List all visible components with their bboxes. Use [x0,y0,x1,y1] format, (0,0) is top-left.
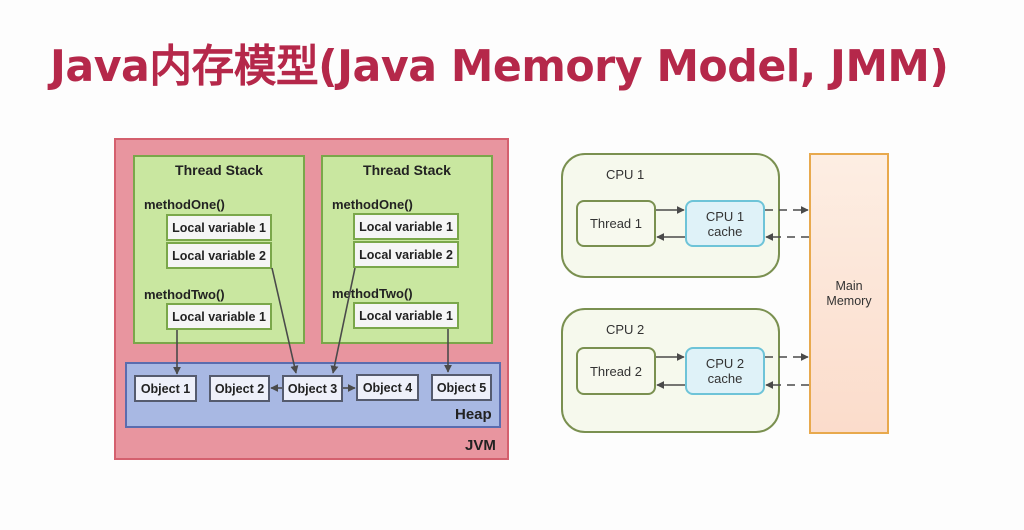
memory-line1: Main [835,278,863,293]
thread-stack-title: Thread Stack [175,162,263,178]
method-one-label: methodOne() [332,197,413,212]
thread-stack-title: Thread Stack [363,162,451,178]
local-variable-box: Local variable 1 [166,214,272,241]
heap-object-4: Object 4 [356,374,419,401]
local-variable-box: Local variable 1 [353,302,459,329]
method-two-label: methodTwo() [144,287,225,302]
page-title: Java内存模型(Java Memory Model, JMM) [50,41,949,92]
method-two-label: methodTwo() [332,286,413,301]
cpu-label: CPU 2 [606,322,645,337]
heap-object-1: Object 1 [134,375,197,402]
cache-line1: CPU 2 [705,356,745,371]
local-variable-box: Local variable 2 [166,242,272,269]
thread-1-box: Thread 1 [576,200,656,247]
cpu-label: CPU 1 [606,167,645,182]
local-variable-box: Local variable 1 [166,303,272,330]
jvm-label: JVM [465,437,496,454]
heap-object-5: Object 5 [431,374,492,401]
local-variable-box: Local variable 2 [353,241,459,268]
cache-line2: cache [707,371,743,386]
local-variable-box: Local variable 1 [353,213,459,240]
thread-2-box: Thread 2 [576,347,656,395]
cache-line2: cache [707,223,743,239]
heap-label: Heap [455,406,492,423]
method-one-label: methodOne() [144,197,225,212]
heap-object-2: Object 2 [209,375,270,402]
cache-line1: CPU 1 [705,208,745,224]
heap-object-3: Object 3 [282,375,343,402]
memory-line2: Memory [826,293,872,308]
